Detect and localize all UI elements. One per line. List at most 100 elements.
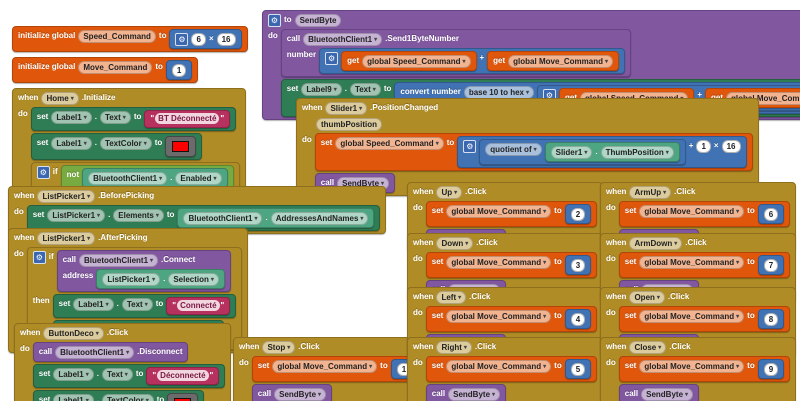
math-block[interactable]: 1 bbox=[165, 60, 193, 80]
math-block[interactable]: 5 bbox=[564, 359, 592, 379]
dropdown-field[interactable]: ListPicker1 bbox=[37, 190, 96, 203]
dropdown-field[interactable]: ArmDown bbox=[629, 237, 683, 250]
when-slider1-positionchanged[interactable]: whenSlider1.PositionChangedthumbPosition… bbox=[296, 98, 759, 196]
dropdown-field[interactable]: ThumbPosition bbox=[600, 146, 674, 159]
property-getter-block[interactable]: Slider1.ThumbPosition bbox=[544, 142, 680, 162]
dropdown-field[interactable]: Open bbox=[629, 291, 665, 304]
dropdown-field[interactable]: ArmUp bbox=[629, 186, 672, 199]
dropdown-field[interactable]: global Move_Command bbox=[446, 360, 552, 373]
math-block[interactable]: 2 bbox=[564, 204, 592, 224]
dropdown-field[interactable]: Slider1 bbox=[550, 146, 593, 159]
color-block[interactable] bbox=[167, 393, 199, 401]
dropdown-field[interactable]: BluetoothClient1 bbox=[303, 33, 383, 46]
math-block[interactable]: 7 bbox=[757, 255, 785, 275]
color-swatch[interactable] bbox=[174, 398, 192, 401]
number-field[interactable]: 7 bbox=[763, 259, 779, 272]
dropdown-field[interactable]: Selection bbox=[168, 273, 219, 286]
mutator-gear-icon[interactable] bbox=[175, 33, 189, 46]
dropdown-field[interactable]: global Speed_Command bbox=[335, 137, 444, 150]
number-field[interactable]: 4 bbox=[570, 313, 586, 326]
dropdown-field[interactable]: Elements bbox=[113, 209, 164, 222]
math-block[interactable]: 3 bbox=[564, 255, 592, 275]
number-field[interactable]: 8 bbox=[763, 313, 779, 326]
procedure-block[interactable]: callBluetoothClient1.Send1ByteNumbernumb… bbox=[280, 29, 631, 77]
dropdown-field[interactable]: global Move_Command bbox=[446, 256, 552, 269]
property-getter-block[interactable]: ListPicker1.Selection bbox=[96, 269, 225, 289]
dropdown-field[interactable]: TextColor bbox=[99, 137, 152, 150]
math-block[interactable]: 6×16 bbox=[169, 29, 242, 49]
mutator-gear-icon[interactable] bbox=[36, 166, 50, 179]
math-block[interactable]: quotient ofSlider1.ThumbPosition+1×16 bbox=[457, 136, 747, 168]
color-block[interactable] bbox=[165, 136, 197, 157]
text-string-block[interactable]: BT Déconnecté bbox=[144, 110, 231, 128]
math-block[interactable]: 9 bbox=[757, 359, 785, 379]
dropdown-field[interactable]: BluetoothClient1 bbox=[55, 346, 135, 359]
dropdown-field[interactable]: global Move_Command bbox=[639, 360, 745, 373]
dropdown-field[interactable]: ListPicker1 bbox=[47, 209, 106, 222]
math-block[interactable]: 6 bbox=[757, 204, 785, 224]
dropdown-field[interactable]: AddressesAndNames bbox=[270, 212, 369, 225]
dropdown-field[interactable]: global Move_Command bbox=[639, 310, 745, 323]
color-swatch[interactable] bbox=[172, 141, 190, 152]
property-getter-block[interactable]: BluetoothClient1.AddressesAndNames bbox=[177, 208, 375, 228]
dropdown-field[interactable]: Right bbox=[436, 341, 472, 354]
property-getter-block[interactable]: BluetoothClient1.Enabled bbox=[82, 168, 228, 188]
property-setter-block[interactable]: setListPicker1.ElementstoBluetoothClient… bbox=[26, 205, 381, 231]
mutator-gear-icon[interactable] bbox=[325, 52, 339, 65]
text-string-block[interactable]: Déconnecté bbox=[146, 367, 220, 385]
number-field[interactable]: 2 bbox=[570, 208, 586, 221]
dropdown-field[interactable]: Label1 bbox=[51, 137, 92, 150]
string-literal[interactable]: BT Déconnecté bbox=[150, 113, 224, 124]
dropdown-field[interactable]: BluetoothClient1 bbox=[79, 254, 159, 267]
dropdown-field[interactable]: Label1 bbox=[53, 394, 94, 401]
dropdown-field[interactable]: Stop bbox=[262, 341, 296, 354]
dropdown-field[interactable]: SendByte bbox=[641, 388, 694, 401]
dropdown-field[interactable]: Slider1 bbox=[325, 102, 368, 115]
number-field[interactable]: 6 bbox=[763, 208, 779, 221]
dropdown-field[interactable]: global Move_Command bbox=[639, 205, 745, 218]
dropdown-field[interactable]: global Move_Command bbox=[446, 310, 552, 323]
number-field[interactable]: 6 bbox=[191, 33, 206, 46]
dropdown-field[interactable]: Up bbox=[436, 186, 463, 199]
dropdown-field[interactable]: thumbPosition bbox=[316, 118, 382, 131]
text-field[interactable]: Move_Command bbox=[78, 61, 153, 74]
dropdown-field[interactable]: Home bbox=[41, 92, 79, 105]
dropdown-field[interactable]: global Move_Command bbox=[446, 205, 552, 218]
number-field[interactable]: 5 bbox=[570, 363, 586, 376]
dropdown-field[interactable]: SendByte bbox=[274, 388, 327, 401]
math-block[interactable]: 8 bbox=[757, 309, 785, 329]
when-listpicker1-beforepicking[interactable]: whenListPicker1.BeforePickingdosetListPi… bbox=[8, 186, 387, 234]
dropdown-field[interactable]: Text bbox=[99, 111, 131, 124]
math-block[interactable]: 4 bbox=[564, 309, 592, 329]
dropdown-field[interactable]: ListPicker1 bbox=[37, 232, 96, 245]
dropdown-field[interactable]: Text bbox=[349, 83, 381, 96]
number-field[interactable]: 16 bbox=[721, 140, 741, 153]
dropdown-field[interactable]: ButtonDeco bbox=[43, 327, 104, 340]
number-field[interactable]: 16 bbox=[216, 33, 236, 46]
number-field[interactable]: 3 bbox=[570, 259, 586, 272]
